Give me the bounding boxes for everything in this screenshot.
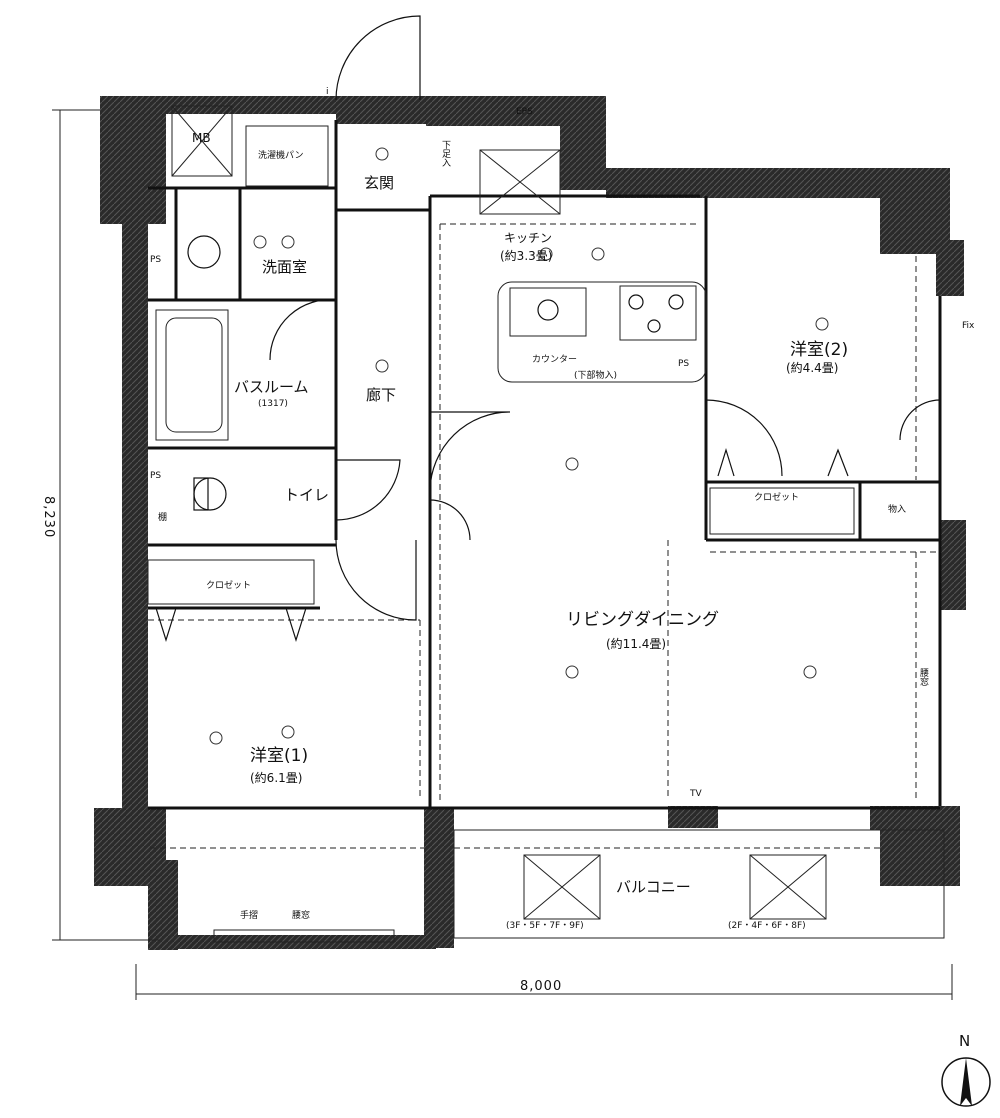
marker-ps-toilet: PS (150, 471, 162, 481)
room-label-western-1-size: (約6.1畳) (250, 771, 303, 785)
dimension-lines (52, 109, 953, 1000)
marker-tv: TV (690, 789, 702, 799)
detail-lines (147, 105, 945, 943)
room-label-waist-window-bottom: 腰窓 (292, 911, 311, 921)
room-label-waist-window: 腰窓 (918, 668, 928, 686)
room-label-shelf: 棚 (156, 512, 166, 521)
room-label-washroom: 洗面室 (262, 258, 308, 276)
hatch-label-left: (3F・5F・7F・9F) (506, 921, 584, 931)
room-label-hallway: 廊下 (366, 386, 397, 404)
marker-fix: Fix (962, 321, 975, 331)
room-label-handrail: 手摺 (240, 911, 259, 921)
marker-eps: EPS (516, 107, 533, 117)
marker-mb: MB (192, 131, 211, 145)
hatch-label-right: (2F・4F・6F・8F) (728, 921, 806, 931)
room-label-closet-right: クロゼット (754, 493, 800, 503)
room-label-bathroom: バスルーム (234, 378, 309, 396)
room-label-living-dining: リビングダイニング (566, 610, 719, 630)
room-label-kitchen: キッチン (504, 231, 553, 245)
light-fixtures (209, 147, 829, 745)
compass-icon (941, 1057, 991, 1107)
room-label-kitchen-size: (約3.3畳) (500, 249, 553, 263)
room-label-counter-note: (下部物入) (574, 371, 618, 381)
dimension-width: 8,000 (520, 979, 563, 994)
room-label-closet-left: クロゼット (206, 581, 252, 591)
fixtures (187, 235, 684, 511)
room-label-living-dining-size: (約11.4畳) (606, 637, 667, 651)
dimension-height: 8,230 (41, 496, 56, 539)
marker-ps-kitchen: PS (678, 359, 690, 369)
door-swings (155, 15, 941, 643)
compass-north-label: N (959, 1032, 971, 1050)
room-label-western-2-size: (約4.4畳) (786, 361, 839, 375)
room-label-counter: カウンター (532, 355, 578, 365)
room-label-bathroom-size: (1317) (258, 399, 288, 409)
room-label-balcony: バルコニー (616, 878, 691, 896)
exterior-walls (94, 96, 966, 950)
marker-ps-wash: PS (150, 255, 162, 265)
room-label-washer-pan: 洗濯機パン (258, 151, 304, 161)
room-label-storage: 物入 (888, 505, 907, 515)
room-label-western-1: 洋室(1) (250, 746, 309, 766)
room-label-toilet: トイレ (284, 486, 330, 504)
interior-walls (148, 120, 942, 810)
room-label-entrance: 玄関 (364, 174, 395, 192)
room-label-western-2: 洋室(2) (790, 340, 849, 360)
marker-info: i (326, 87, 329, 97)
room-label-shoe-box: 下足入 (440, 140, 450, 167)
